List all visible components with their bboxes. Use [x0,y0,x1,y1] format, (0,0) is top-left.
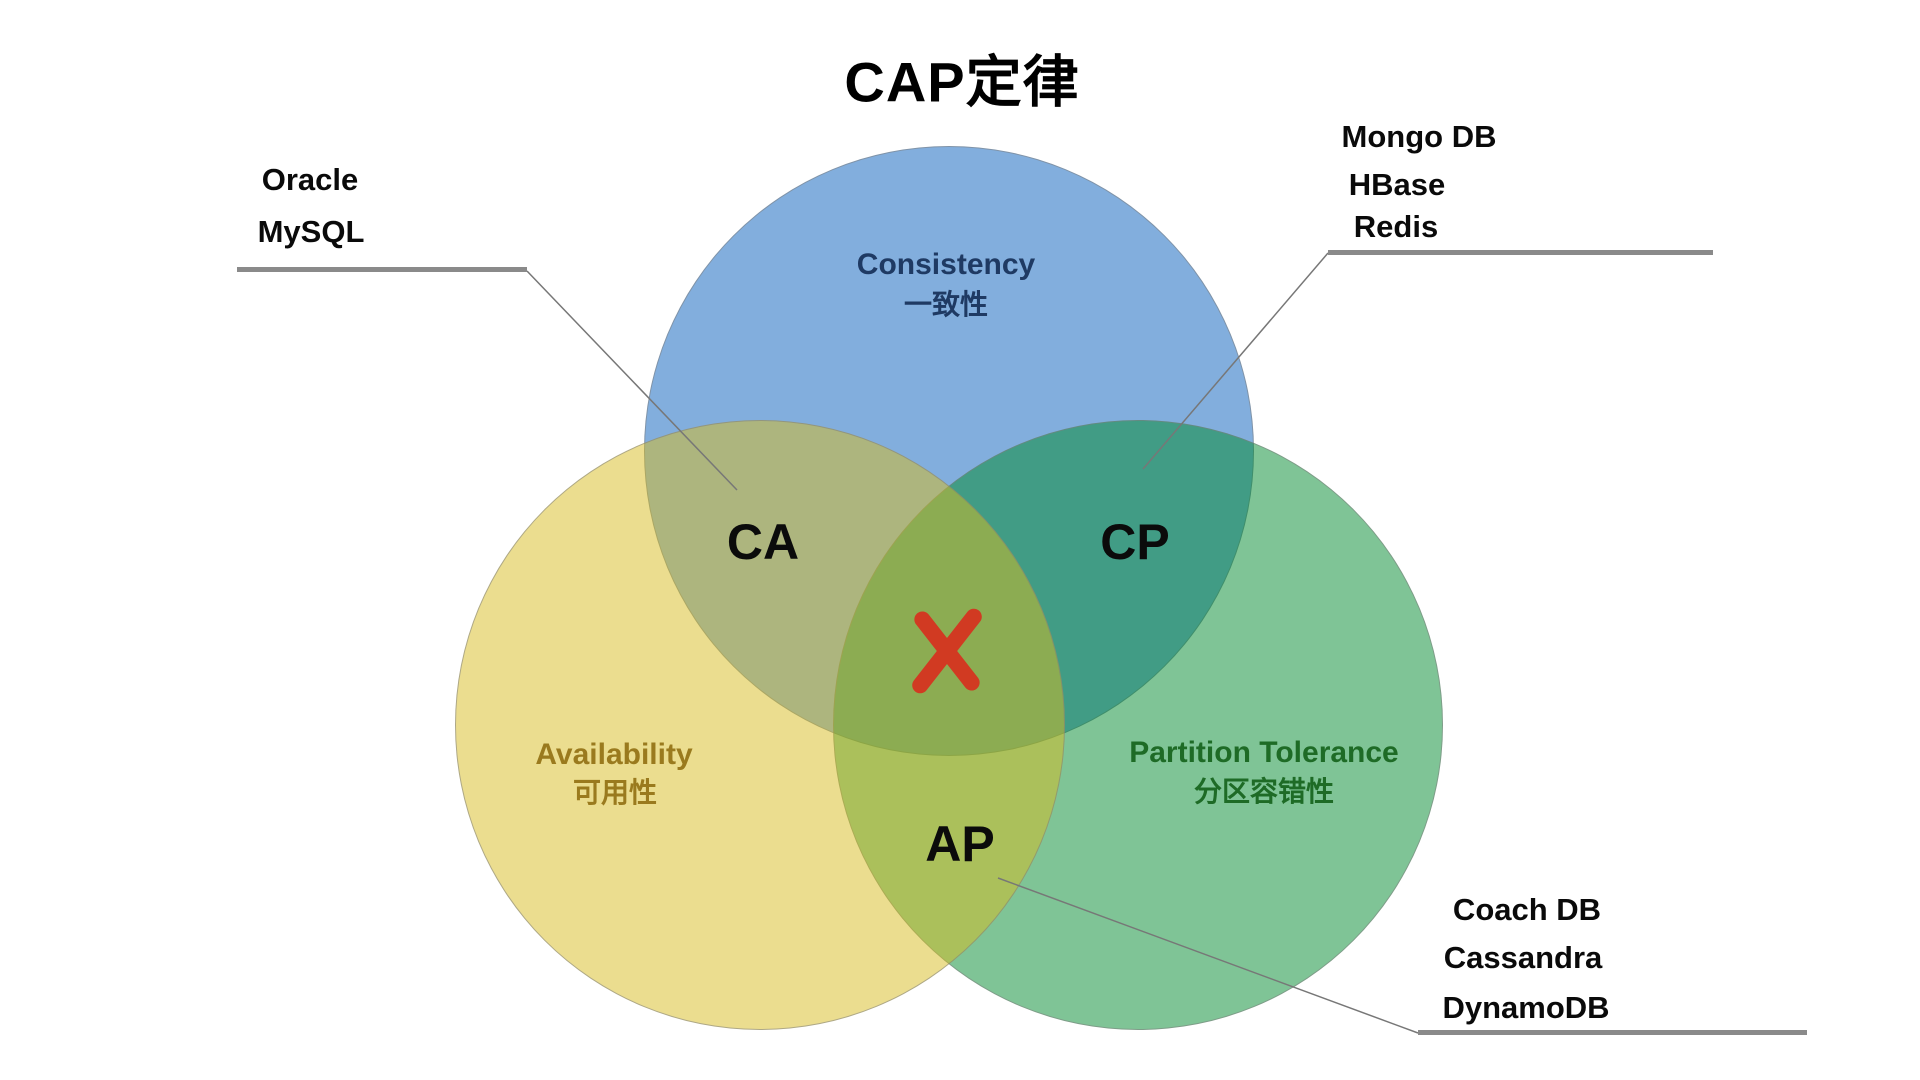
availability-circle [455,420,1065,1030]
ap-intersection-label: AP [925,816,995,872]
impossible-x-icon [895,599,999,703]
partition-tolerance-label-zh: 分区容错性 [1193,776,1335,807]
cp-example-redis: Redis [1353,209,1439,244]
cp-example-hbase: HBase [1348,167,1446,202]
ap-callout-underline [1418,1030,1807,1035]
cp-intersection-label: CP [1100,514,1170,570]
consistency-label-zh: 一致性 [903,289,989,320]
cp-example-mongodb: Mongo DB [1341,119,1497,154]
page-title: CAP定律 [844,50,1080,114]
availability-label-zh: 可用性 [572,777,658,808]
partition-tolerance-label-en: Partition Tolerance [1129,736,1399,769]
ca-example-mysql: MySQL [257,214,365,249]
ap-example-cassandra: Cassandra [1443,940,1603,975]
ca-example-oracle: Oracle [261,162,359,197]
ca-intersection-label: CA [726,514,800,570]
consistency-label-en: Consistency [856,248,1036,281]
ca-callout-underline [237,267,527,272]
cp-callout-underline [1328,250,1713,255]
availability-label-en: Availability [535,738,693,771]
ap-example-coachdb: Coach DB [1452,892,1602,927]
ap-example-dynamodb: DynamoDB [1442,990,1610,1025]
